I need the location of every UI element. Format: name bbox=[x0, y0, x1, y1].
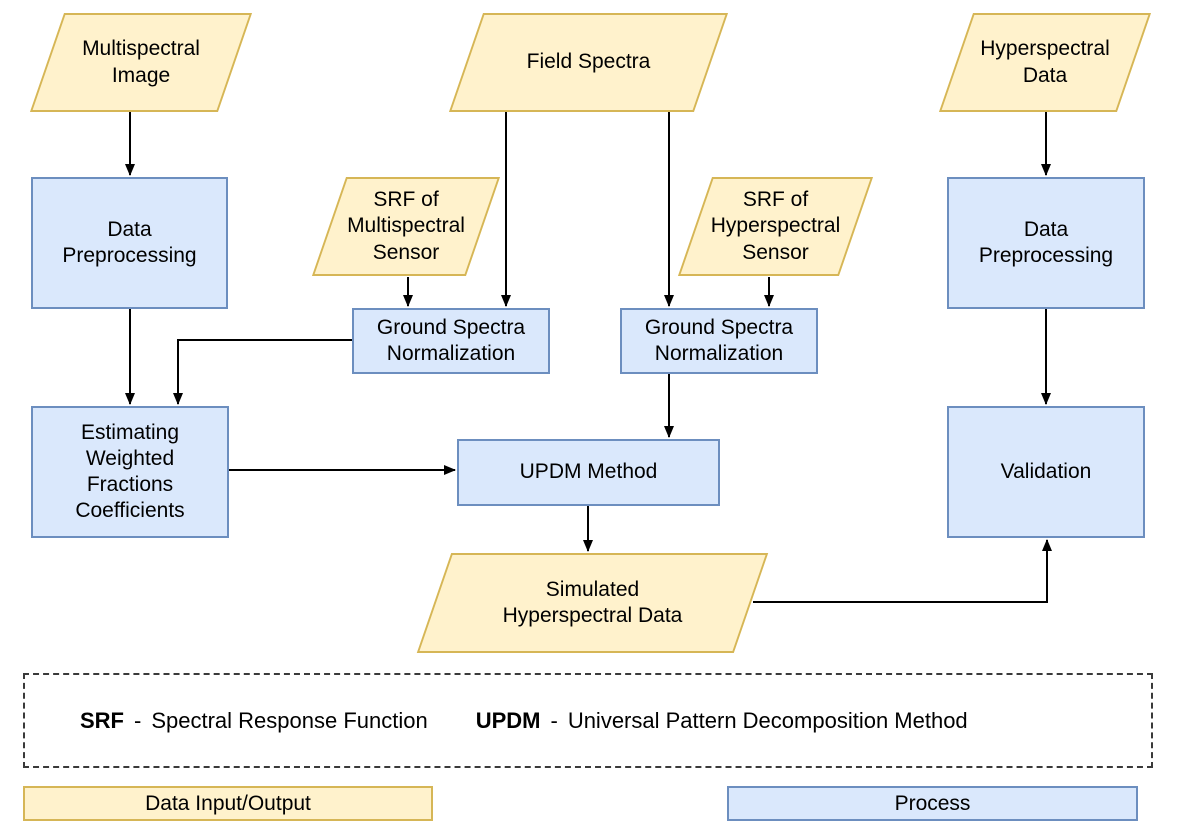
node-data-preprocessing-left: Data Preprocessing bbox=[31, 177, 228, 309]
arrow-gsn-left-to-estimating bbox=[173, 339, 352, 405]
node-label: Hyperspectral Data bbox=[980, 37, 1110, 87]
node-data-preprocessing-right: Data Preprocessing bbox=[947, 177, 1145, 309]
node-validation: Validation bbox=[947, 406, 1145, 538]
node-srf-multispectral-sensor: SRF of Multispectral Sensor bbox=[311, 177, 501, 276]
abbreviation-definition: Universal Pattern Decomposition Method bbox=[567, 707, 968, 733]
node-label: Ground Spectra Normalization bbox=[376, 315, 526, 365]
node-label: Estimating Weighted Fractions Coefficien… bbox=[75, 420, 185, 523]
node-updm-method: UPDM Method bbox=[457, 439, 720, 506]
node-hyperspectral-data: Hyperspectral Data bbox=[938, 13, 1152, 112]
node-field-spectra: Field Spectra bbox=[448, 13, 729, 112]
node-multispectral-image: Multispectral Image bbox=[29, 13, 253, 112]
abbreviation-term: SRF bbox=[80, 707, 124, 733]
abbreviation-legend: SRF - Spectral Response Function UPDM - … bbox=[23, 673, 1153, 768]
node-label: Multispectral Image bbox=[82, 37, 200, 87]
abbreviation-term: UPDM bbox=[475, 707, 541, 733]
node-simulated-hyperspectral-data: Simulated Hyperspectral Data bbox=[416, 553, 769, 653]
node-label: Data Preprocessing bbox=[62, 217, 197, 267]
legend-key-data-input-output: Data Input/Output bbox=[23, 786, 433, 821]
node-label: UPDM Method bbox=[519, 460, 658, 484]
node-label: SRF of Multispectral Sensor bbox=[347, 188, 465, 264]
abbreviation-updm: UPDM - Universal Pattern Decomposition M… bbox=[476, 708, 968, 734]
node-label: SRF of Hyperspectral Sensor bbox=[710, 188, 841, 264]
node-label: Validation bbox=[1000, 459, 1092, 483]
abbreviation-separator: - bbox=[134, 707, 142, 733]
node-ground-spectra-normalization-left: Ground Spectra Normalization bbox=[352, 308, 550, 374]
node-estimating-weighted-fractions-coefficients: Estimating Weighted Fractions Coefficien… bbox=[31, 406, 229, 538]
abbreviation-separator: - bbox=[550, 707, 558, 733]
node-srf-hyperspectral-sensor: SRF of Hyperspectral Sensor bbox=[677, 177, 874, 276]
node-label: Data Preprocessing bbox=[978, 217, 1114, 267]
legend-key-label: Process bbox=[894, 791, 971, 815]
legend-key-process: Process bbox=[727, 786, 1138, 821]
legend-key-label: Data Input/Output bbox=[145, 791, 311, 815]
node-label: Ground Spectra Normalization bbox=[644, 315, 794, 365]
node-label: Field Spectra bbox=[526, 50, 651, 74]
abbreviation-srf: SRF - Spectral Response Function bbox=[80, 708, 428, 734]
node-label: Simulated Hyperspectral Data bbox=[502, 577, 683, 627]
arrow-simulated-data-to-validation bbox=[753, 539, 1052, 603]
abbreviation-definition: Spectral Response Function bbox=[151, 707, 428, 733]
node-ground-spectra-normalization-right: Ground Spectra Normalization bbox=[620, 308, 818, 374]
